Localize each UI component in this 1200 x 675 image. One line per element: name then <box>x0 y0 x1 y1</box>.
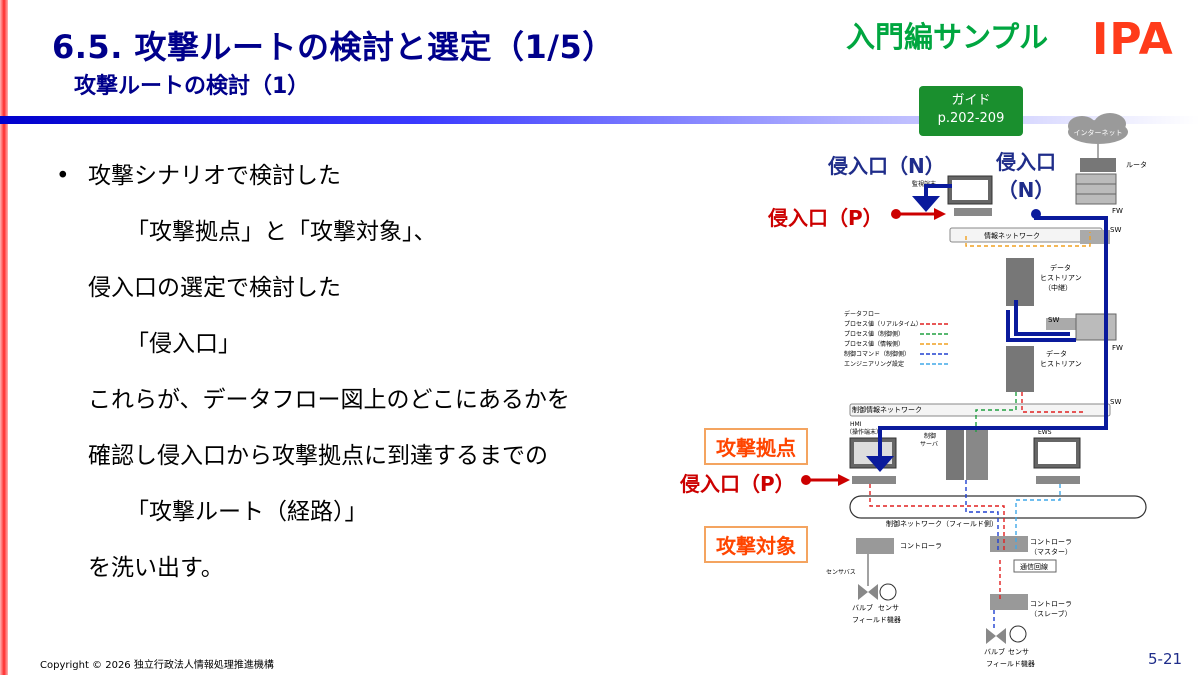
guide-label: ガイド <box>951 93 991 108</box>
historian-relay-label: ヒストリアン <box>1040 274 1082 282</box>
controller-icon <box>990 594 1028 610</box>
comm-line-label: 通信回線 <box>1020 562 1048 571</box>
internet-label: インターネット <box>1074 128 1123 137</box>
field-network-label: 制御ネットワーク（フィールド側） <box>886 519 998 528</box>
guide-badge: ガイド p.202-209 <box>919 86 1023 136</box>
controller-icon <box>990 536 1028 552</box>
switch-icon <box>1080 230 1110 244</box>
guide-pages: p.202-209 <box>937 111 1005 126</box>
control-info-network-bar <box>849 403 1111 417</box>
copyright: Copyright © 2026 独立行政法人情報処理推進機構 <box>40 660 274 671</box>
bullet-line: 侵入口の選定で検討した <box>88 275 341 301</box>
controller-slave-label: （スレーブ） <box>1030 609 1072 618</box>
entry-p-label-bottom: 侵入口（P） <box>680 472 795 496</box>
sensor-icon <box>1009 625 1027 643</box>
page-subtitle: 攻撃ルートの検討（1） <box>74 74 310 99</box>
hmi-label: （操作端末） <box>846 428 882 436</box>
legend-item-label: プロセス値（制御側） <box>844 330 904 338</box>
bullet-line: 「攻撃ルート（経路）」 <box>126 499 368 525</box>
bullet-line: 「攻撃拠点」と「攻撃対象」、 <box>126 219 437 245</box>
entry-p-arrow-bottom <box>801 474 850 486</box>
legend-item-label: プロセス値（情報側） <box>844 340 904 348</box>
historian-relay-label: データ <box>1050 263 1071 272</box>
route-arrowhead <box>866 456 894 472</box>
legend-item-label: プロセス値（リアルタイム） <box>844 320 922 328</box>
comm-line-box <box>1013 559 1057 573</box>
left-accent-bar <box>0 0 8 675</box>
sample-badge: 入門編サンプル <box>846 20 1049 54</box>
ews-label: EWS <box>1038 429 1052 436</box>
info-network-label: 情報ネットワーク <box>984 231 1040 240</box>
sensor-icon <box>879 583 897 601</box>
control-server-label: サーバ <box>920 441 938 448</box>
legend-item-label: 制御コマンド（制御側） <box>844 350 910 358</box>
sensor-bus-label: センサバス <box>826 569 856 576</box>
fw-label: FW <box>1112 207 1123 215</box>
valve-icon <box>858 584 878 600</box>
bullet-marker: • <box>56 163 70 189</box>
fw-label: FW <box>1112 344 1123 352</box>
internet-cloud-icon <box>1068 113 1128 144</box>
legend-title: データフロー <box>844 310 880 318</box>
controller-master-label: （マスター） <box>1030 547 1072 556</box>
controller-icon <box>856 538 894 554</box>
sw-label: SW <box>1048 316 1059 324</box>
hmi-label: HMI <box>850 421 862 428</box>
router-icon <box>1080 158 1116 172</box>
historian-label: データ <box>1046 349 1067 358</box>
bullet-list: • 攻撃シナリオで検討した 「攻撃拠点」と「攻撃対象」、 侵入口の選定で検討した… <box>56 148 570 596</box>
controller-label: コントローラ <box>900 542 942 550</box>
field-device-label: フィールド機器 <box>986 659 1035 668</box>
controller-slave-label: コントローラ <box>1030 600 1072 608</box>
header-rule <box>0 116 1200 124</box>
entry-n-line: 侵入口 <box>996 150 1056 174</box>
control-server-label: 制御 <box>924 432 936 440</box>
server-icon <box>946 430 964 480</box>
route-arrowhead <box>912 196 940 212</box>
server-icon <box>1006 346 1034 392</box>
firewall-icon <box>1075 313 1117 341</box>
sensor-label: センサ <box>878 604 899 612</box>
bullet-line: 攻撃シナリオで検討した <box>88 163 341 189</box>
page-number: 5-21 <box>1148 650 1183 668</box>
historian-label: ヒストリアン <box>1040 360 1082 368</box>
controller-master-label: コントローラ <box>1030 538 1072 546</box>
entry-n-label: 侵入口（N） <box>828 154 945 178</box>
data-flow-lines <box>869 232 1091 628</box>
sw-label: SW <box>1110 398 1121 406</box>
page-title: 6.5. 攻撃ルートの検討と選定（1/5） <box>52 28 615 66</box>
control-info-network-label: 制御情報ネットワーク <box>852 405 922 414</box>
field-device-label: フィールド機器 <box>852 615 901 624</box>
historian-relay-label: （中継） <box>1044 283 1072 292</box>
bullet-line: 「侵入口」 <box>126 331 241 357</box>
bullet-line: これらが、データフロー図上のどこにあるかを <box>88 387 570 413</box>
entry-p-label-top: 侵入口（P） <box>768 206 883 230</box>
sensor-label: センサ <box>1008 648 1029 656</box>
valve-label: バルブ <box>852 603 873 612</box>
legend-item-label: エンジニアリング設定 <box>844 360 904 368</box>
firewall-icon <box>1075 173 1117 205</box>
server-icon <box>966 430 988 480</box>
attack-target-label: 攻撃対象 <box>704 526 808 563</box>
entry-n-line: （N） <box>997 178 1055 202</box>
bullet-line: 確認し侵入口から攻撃拠点に到達するまでの <box>88 443 548 469</box>
legend: プロセス値（リアルタイム） プロセス値（制御側） プロセス値（情報側） 制御コマンド（… <box>844 320 950 368</box>
ipa-logo: IPA <box>1092 14 1174 65</box>
entry-p-arrow-top <box>891 208 946 220</box>
router-label: ルータ <box>1126 160 1147 169</box>
valve-label: バルブ <box>984 647 1005 656</box>
entry-point-dot <box>1031 209 1041 219</box>
sw-label: SW <box>1110 226 1121 234</box>
attack-base-label: 攻撃拠点 <box>704 428 808 465</box>
bullet-line: を洗い出す。 <box>88 555 224 581</box>
valve-icon <box>986 628 1006 644</box>
server-icon <box>1006 258 1034 306</box>
entry-n-label-2: 侵入口 （N） <box>996 148 1056 204</box>
